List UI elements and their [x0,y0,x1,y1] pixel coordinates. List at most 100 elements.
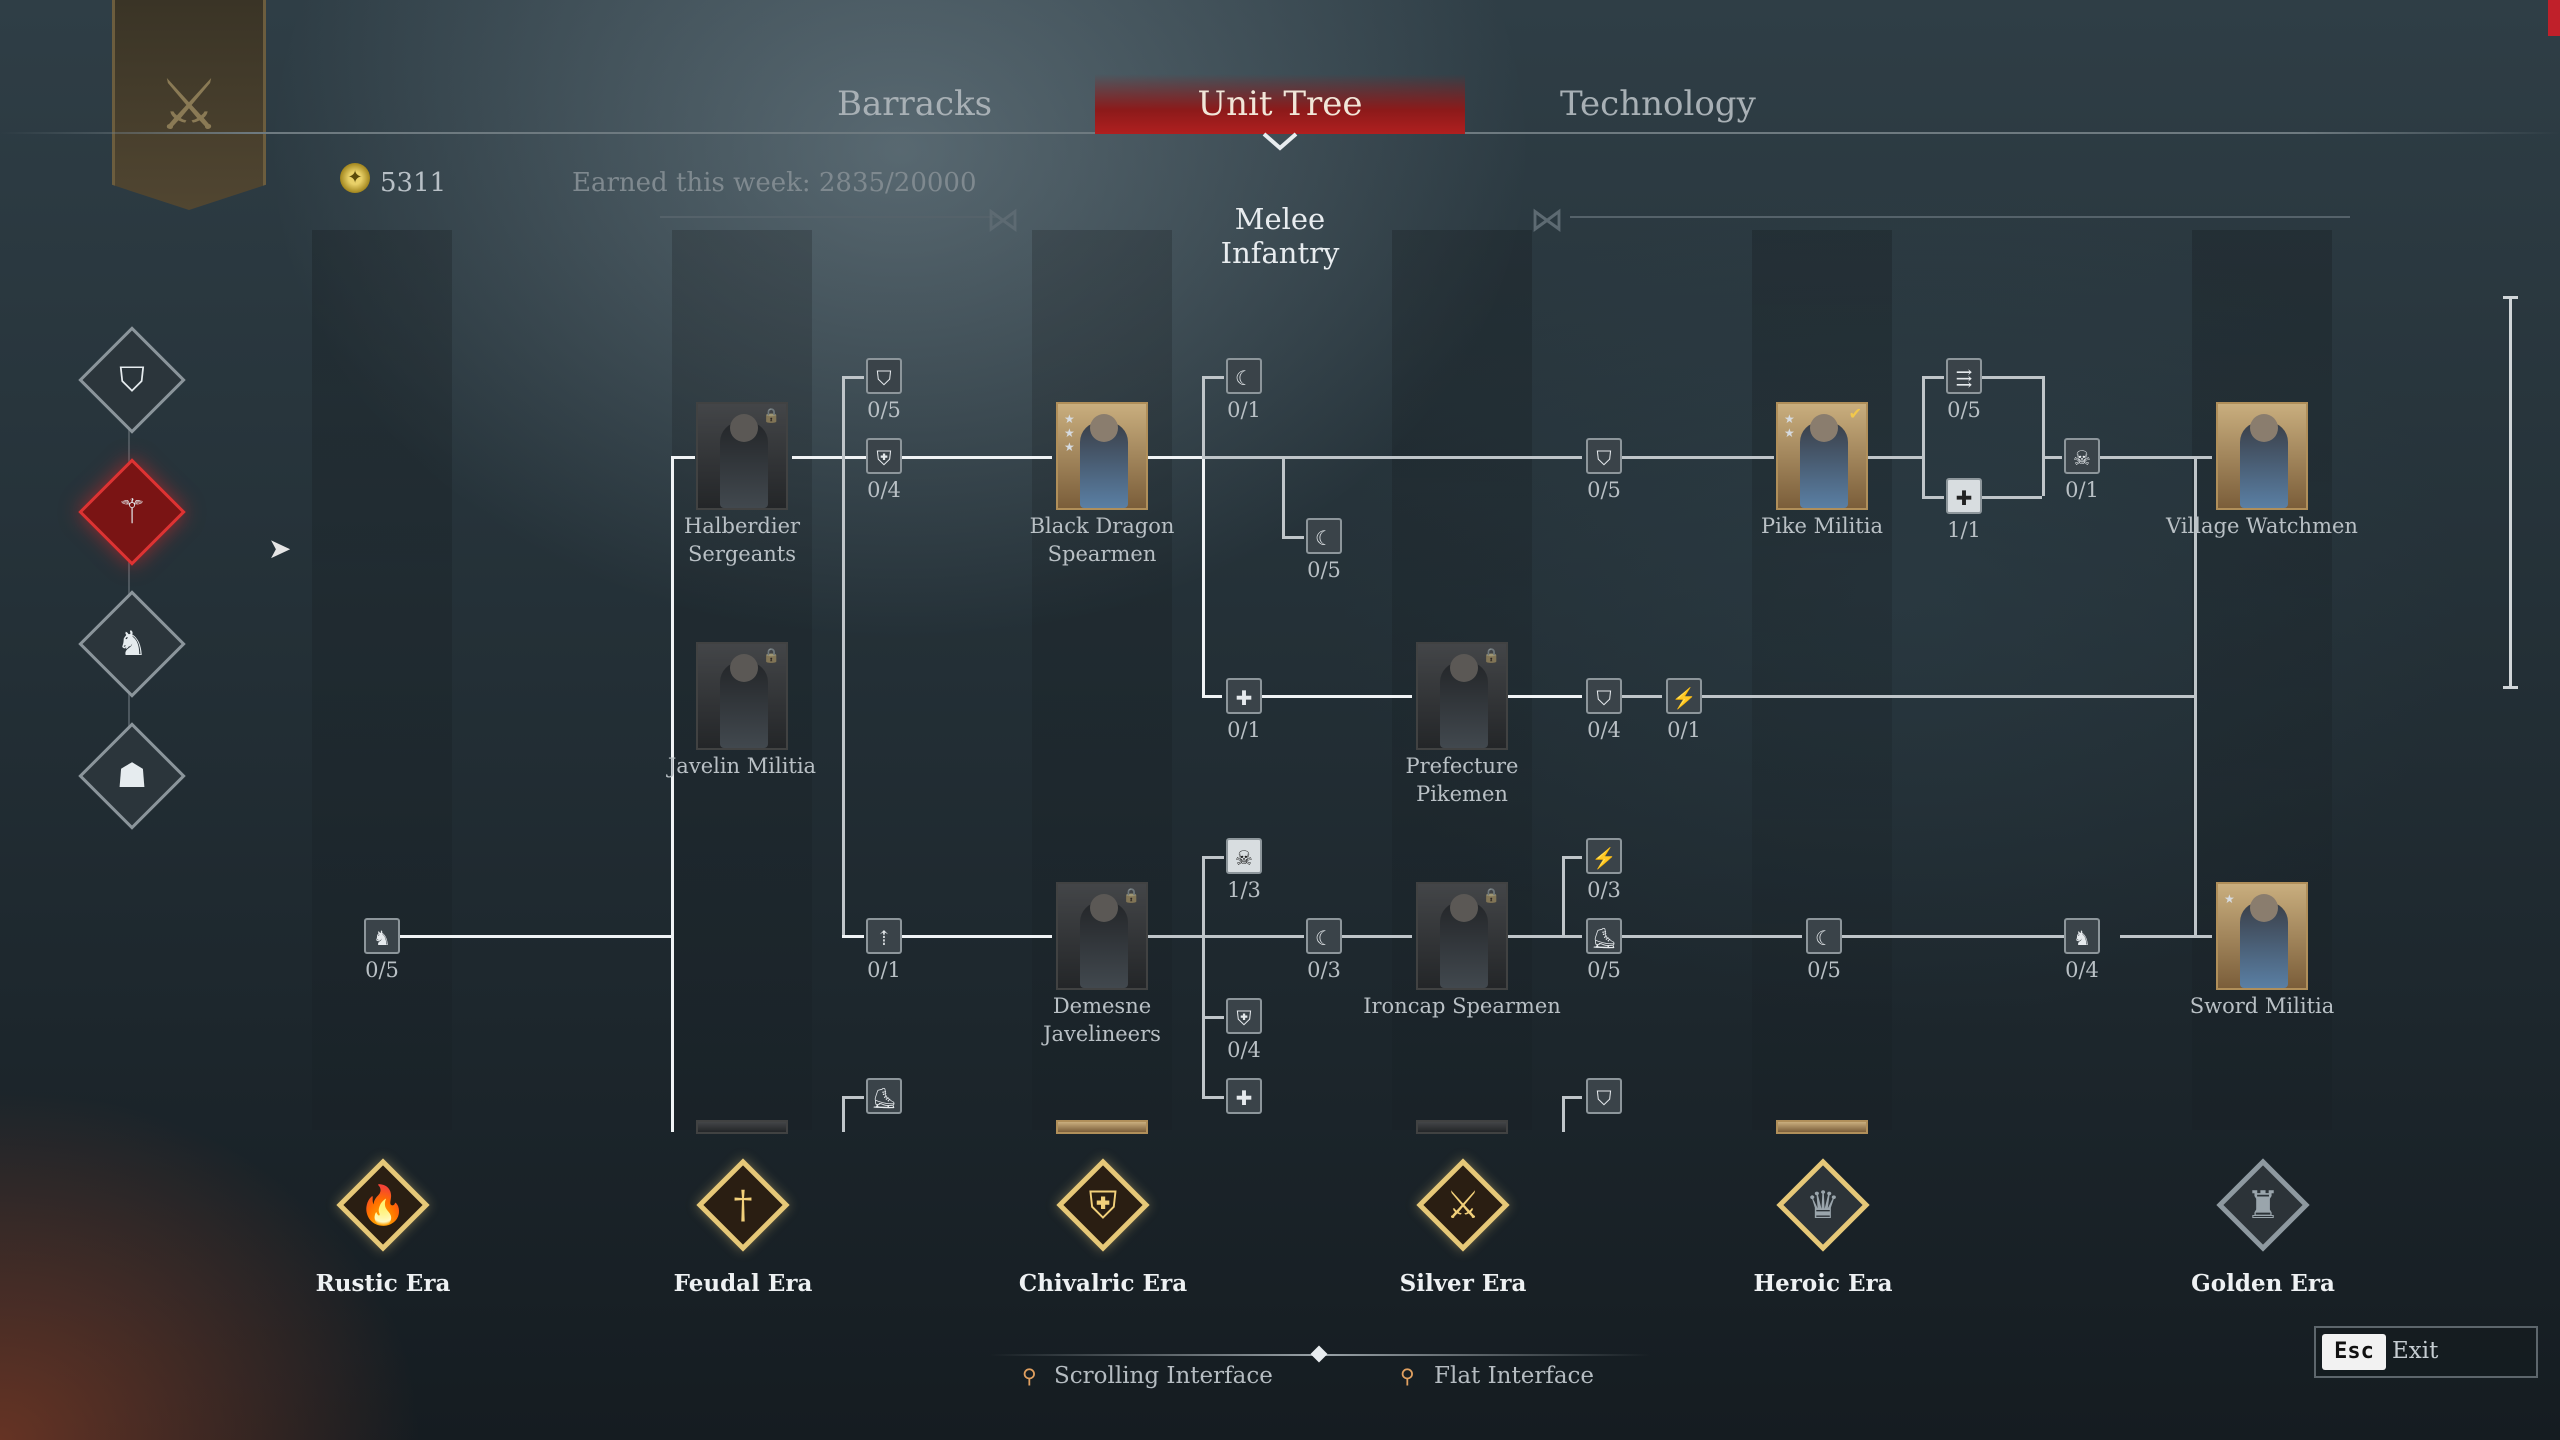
upgrade-node-helmet[interactable]: ⛨ [866,438,902,474]
interface-toggle-handle[interactable] [1310,1345,1328,1363]
unit-card-partial[interactable] [1776,1120,1868,1134]
unit-card-partial[interactable] [1056,1120,1148,1134]
upgrade-node-cross[interactable]: ✚ [1946,478,1982,514]
era-silver[interactable]: ⚔ [1416,1158,1510,1252]
upgrade-node-shield[interactable]: ⛉ [866,358,902,394]
era-feudal[interactable]: † [696,1158,790,1252]
unit-card-ironcap-spearmen[interactable]: 🔒 [1416,882,1508,990]
upgrade-node-horse[interactable]: ♞ [2064,918,2100,954]
unit-card-partial[interactable] [1416,1120,1508,1134]
upgrade-node-crescent[interactable]: ☾ [1806,918,1842,954]
sword-icon: † [733,1183,753,1227]
era-golden[interactable]: ♜ [2216,1158,2310,1252]
node-progress: 0/3 [1587,878,1621,902]
era-label: Chivalric Era [1018,1270,1188,1297]
unit-card-pike-militia[interactable]: ✔ ★★ [1776,402,1868,510]
unit-card-partial[interactable] [696,1120,788,1134]
node-progress: 0/4 [2065,958,2099,982]
divider [660,216,1000,218]
nav-category-beast[interactable]: ☗ [78,722,186,830]
scrollbar[interactable] [2509,296,2512,688]
upgrade-node-cross[interactable]: ✚ [1226,1078,1262,1114]
era-heroic[interactable]: ♛ [1776,1158,1870,1252]
connector [671,456,674,1132]
upgrade-node-shield[interactable]: ⛉ [1586,1078,1622,1114]
unit-name: Prefecture Pikemen [1405,754,1519,806]
upgrade-node-skull[interactable]: ☠ [2064,438,2100,474]
connector [1506,935,1582,938]
star-icon: ★ [2224,892,2235,906]
era-label: Golden Era [2191,1270,2335,1297]
upgrade-node-skull[interactable]: ☠ [1226,838,1262,874]
upgrade-node-crescent[interactable]: ☾ [1306,518,1342,554]
node-progress: 0/5 [365,958,399,982]
esc-key-hint: Esc [2322,1334,2386,1370]
upgrade-node-helmet[interactable]: ⛨ [1226,998,1262,1034]
unit-name: Pike Militia [1760,514,1883,538]
connector [1202,1096,1224,1099]
exit-label: Exit [2392,1338,2439,1364]
upgrade-node-horse[interactable]: ♞ [364,918,400,954]
era-rustic[interactable]: 🔥 [336,1158,430,1252]
scroll-cap [2503,686,2518,689]
era-chivalric[interactable]: ⛨ [1056,1158,1150,1252]
unit-card-prefecture-pikemen[interactable]: 🔒 [1416,642,1508,750]
upgrade-node-runner[interactable]: ⚡ [1666,678,1702,714]
unit-card-halberdier-sergeants[interactable]: 🔒 [696,402,788,510]
node-progress: 0/5 [1587,958,1621,982]
unit-card-black-dragon-spearmen[interactable]: ★★★ [1056,402,1148,510]
node-progress: 0/5 [1807,958,1841,982]
upgrade-node-boot[interactable]: ⛸ [1586,918,1622,954]
tab-technology[interactable]: Technology [1560,84,1756,124]
connector [1922,376,1944,379]
nav-category-shield[interactable]: ⛉ [78,326,186,434]
divider [1570,216,2350,218]
upgrade-node-crescent[interactable]: ☾ [1306,918,1342,954]
horse-head-icon: ♞ [116,624,148,664]
connector [1622,456,1774,459]
connector [842,935,864,938]
connector [1562,856,1582,859]
currency-amount: 5311 [380,168,447,198]
nav-category-cavalry[interactable]: ♞ [78,590,186,698]
checkmark-icon: ✔ [1848,404,1862,423]
unit-card-demesne-javelineers[interactable]: 🔒 [1056,882,1148,990]
connector [1982,496,2042,499]
era-label: Heroic Era [1753,1270,1893,1297]
crown-icon: ♛ [1805,1183,1841,1227]
upgrade-node-spear[interactable]: ⇡ [866,918,902,954]
weekly-earned: Earned this week: 2835/20000 [572,168,977,198]
connector [1202,376,1205,456]
connector [842,1096,845,1132]
upgrade-node-runner[interactable]: ⚡ [1586,838,1622,874]
flat-interface-option[interactable]: Flat Interface [1434,1363,1595,1389]
unit-card-javelin-militia[interactable]: 🔒 [696,642,788,750]
nav-category-melee[interactable]: ⚚ [78,458,186,566]
upgrade-node-cross[interactable]: ✚ [1226,678,1262,714]
connector [1202,695,1222,698]
connector [842,1096,864,1099]
connector [2042,376,2045,496]
ornament-icon: ⋈ [1530,200,1564,240]
upgrade-node-arrows[interactable]: ⇶ [1946,358,1982,394]
tab-unit-tree[interactable]: Unit Tree [1197,84,1363,124]
faction-banner: ⚔ [112,0,266,210]
scrolling-interface-option[interactable]: Scrolling Interface [1054,1363,1273,1389]
connector [1622,935,1802,938]
tab-active-bg [1095,74,1465,134]
upgrade-node-shield[interactable]: ⛉ [1586,678,1622,714]
connector [842,376,864,379]
book-icon: ⚲ [1022,1364,1037,1388]
palace-icon: ♜ [2245,1183,2281,1227]
connector [1202,856,1224,859]
era-column-bg [312,230,452,1130]
upgrade-node-crescent[interactable]: ☾ [1226,358,1262,394]
upgrade-node-boot[interactable]: ⛸ [866,1078,902,1114]
node-progress: 0/4 [867,478,901,502]
connector [1202,376,1224,379]
unit-card-village-watchmen[interactable] [2216,402,2308,510]
unit-card-sword-militia[interactable]: ★ [2216,882,2308,990]
tab-barracks[interactable]: Barracks [837,84,993,124]
upgrade-node-shield[interactable]: ⛉ [1586,438,1622,474]
connector [1202,856,1205,1096]
